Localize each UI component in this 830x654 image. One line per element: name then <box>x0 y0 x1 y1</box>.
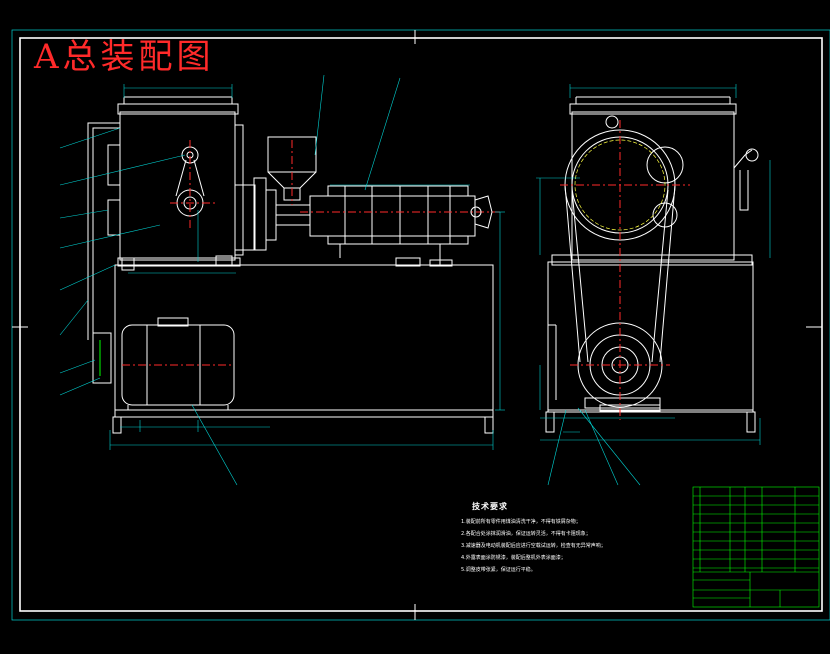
side-view-dimensions <box>536 84 771 486</box>
extrusion-barrel <box>300 185 500 267</box>
tech-note: 5.调整皮带张紧，保证运行平稳。 <box>461 567 536 573</box>
machine-frame-base <box>114 264 494 418</box>
front-view <box>87 96 500 434</box>
front-view-dimensions <box>59 74 505 486</box>
side-view <box>545 96 759 433</box>
connection-flange <box>234 177 310 251</box>
tech-note: 4.外露表面涂防锈漆，装配后整机外表涂面漆； <box>461 555 566 561</box>
drawing-title-stamp: A总装配图 <box>34 37 215 77</box>
drawing-frame <box>11 29 830 621</box>
technical-requirements-heading: 技术要求 <box>472 502 508 511</box>
oil-pipe <box>87 122 120 340</box>
title-block-table <box>692 486 820 608</box>
technical-requirements-notes: 1.装配前所有零件用煤油清洗干净，不得有铁屑杂物； 2.各配合处涂抹润滑油，保证… <box>461 516 641 576</box>
tech-note: 2.各配合处涂抹润滑油，保证运转灵活，不得有卡阻现象； <box>461 531 591 537</box>
tech-note: 3.减速器及电动机装配后应进行空载试运转，检查有无异常声响； <box>461 543 606 549</box>
side-frame-base <box>547 261 754 413</box>
tech-note: 1.装配前所有零件用煤油清洗干净，不得有铁屑杂物； <box>461 519 581 525</box>
pulley-guard-left <box>92 332 112 384</box>
side-upper-housing <box>571 111 735 261</box>
upper-gearbox-housing <box>107 96 244 267</box>
feed-hopper <box>267 136 317 205</box>
electric-motor <box>121 317 235 410</box>
